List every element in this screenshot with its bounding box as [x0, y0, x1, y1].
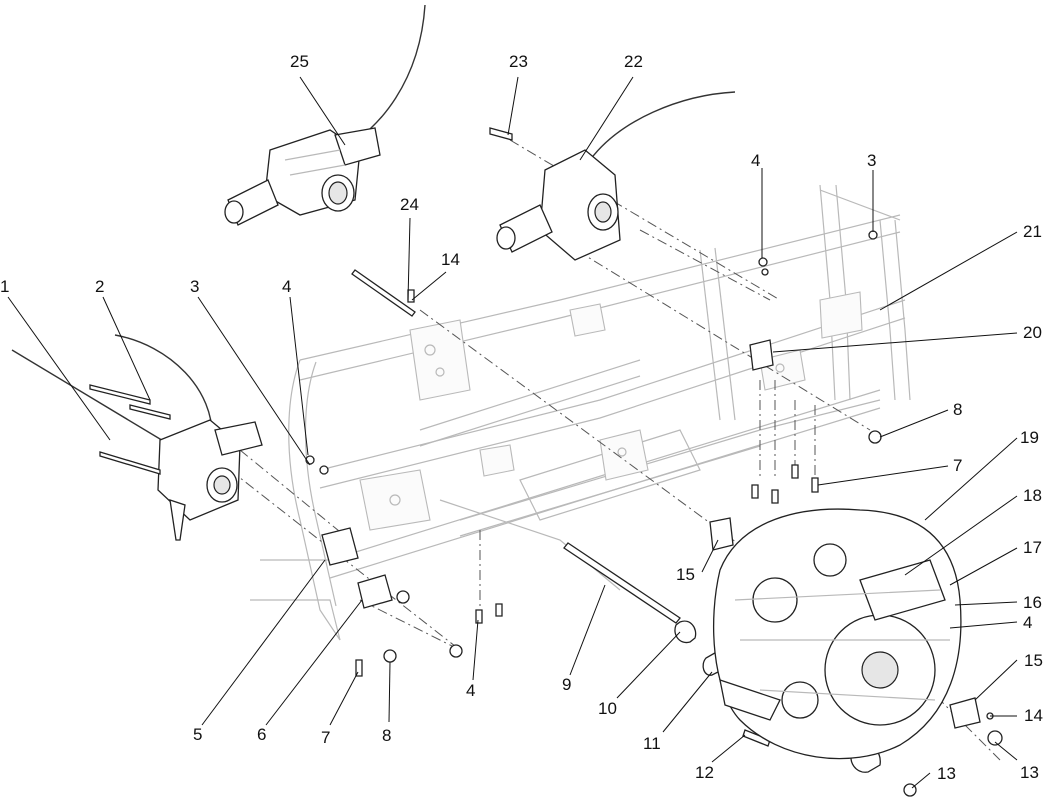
leader-lines [7, 76, 1018, 789]
callout-1: 1 [0, 277, 9, 296]
callout-8: 8 [953, 400, 962, 419]
callout-23: 23 [509, 52, 528, 71]
callout-4: 4 [1023, 613, 1032, 632]
callout-15: 15 [1024, 651, 1043, 670]
callout-25: 25 [290, 52, 309, 71]
callout-21: 21 [1023, 222, 1042, 241]
callout-7: 7 [321, 728, 330, 747]
callout-16: 16 [1023, 593, 1042, 612]
callout-18: 18 [1023, 486, 1042, 505]
callout-4: 4 [466, 681, 475, 700]
differential-assembly-top [224, 4, 426, 226]
callout-14: 14 [1024, 706, 1043, 725]
callout-3: 3 [190, 277, 199, 296]
mounting-brackets [321, 339, 981, 729]
differential-assembly-front [11, 334, 263, 541]
callout-2: 2 [95, 277, 104, 296]
callout-labels: 1 2 3 3 4 4 4 4 5 6 7 7 8 8 9 10 11 12 1… [0, 52, 1043, 783]
callout-15: 15 [676, 565, 695, 584]
callout-13: 13 [1020, 763, 1039, 782]
callout-3: 3 [867, 151, 876, 170]
callout-22: 22 [624, 52, 643, 71]
callout-4: 4 [282, 277, 291, 296]
callout-7: 7 [953, 456, 962, 475]
engine-assembly [713, 508, 962, 760]
callout-19: 19 [1020, 428, 1039, 447]
callout-11: 11 [643, 734, 661, 753]
callout-8: 8 [382, 726, 391, 745]
callout-24: 24 [400, 195, 419, 214]
callout-9: 9 [562, 675, 571, 694]
callout-17: 17 [1023, 538, 1042, 557]
callout-6: 6 [257, 725, 266, 744]
callout-10: 10 [598, 699, 617, 718]
callout-14: 14 [441, 250, 460, 269]
callout-12: 12 [695, 763, 714, 782]
callout-4: 4 [751, 151, 760, 170]
callout-20: 20 [1023, 323, 1042, 342]
differential-assembly-upper [489, 91, 736, 261]
callout-5: 5 [193, 725, 202, 744]
callout-13: 13 [937, 764, 956, 783]
